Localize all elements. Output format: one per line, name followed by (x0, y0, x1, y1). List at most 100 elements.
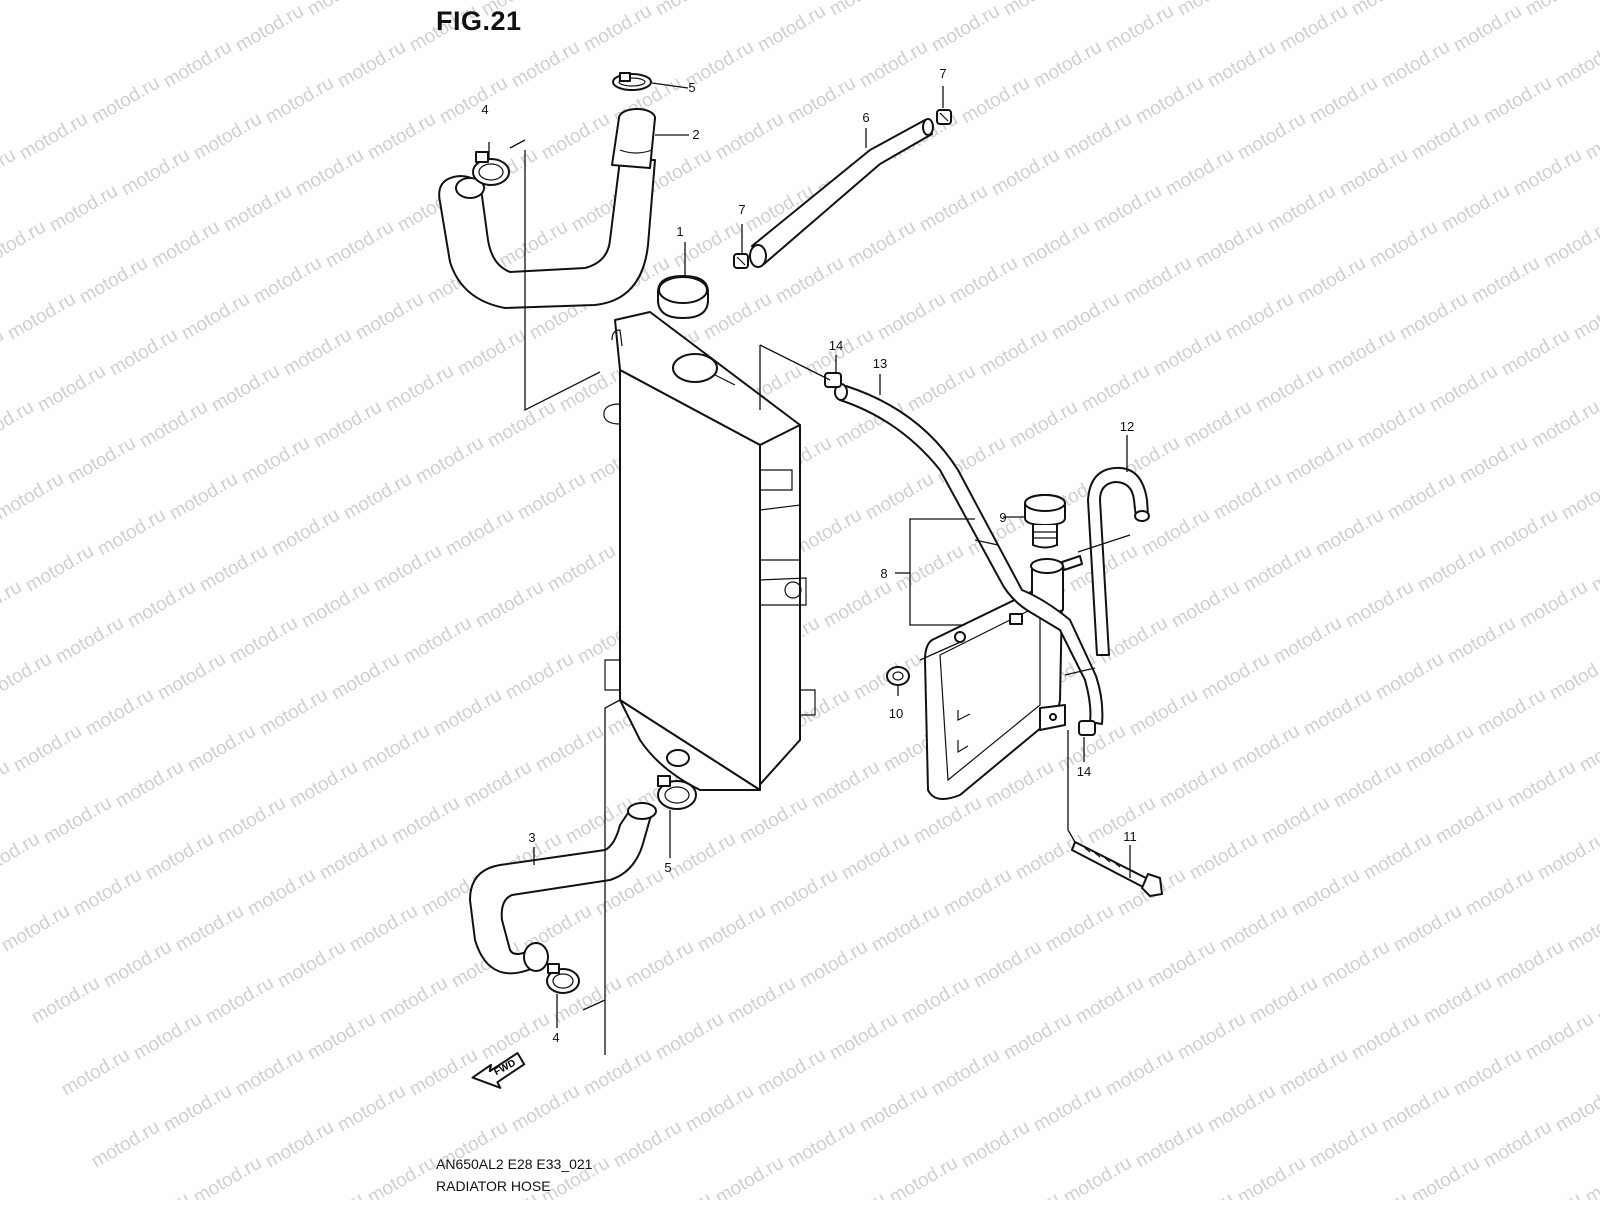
watermark-text: motod.ru (856, 1081, 931, 1137)
callout-number: 9 (999, 510, 1006, 525)
mounting-bolt (1071, 841, 1163, 897)
watermark-text: motod.ru (736, 793, 811, 849)
callout-number: 14 (1077, 764, 1091, 779)
watermark-text: motod.ru (1162, 1189, 1237, 1200)
watermark-text: motod.ru (442, 505, 517, 561)
watermark-text: motod.ru (1132, 1117, 1207, 1173)
watermark-text: motod.ru (796, 937, 871, 993)
watermark-text: motod.ru (928, 1045, 1003, 1101)
callout-number: 10 (889, 706, 903, 721)
watermark-text: motod.ru (1450, 1045, 1525, 1101)
callout-number: 5 (664, 860, 671, 875)
watermark-text: motod.ru (826, 0, 901, 20)
watermark-text: motod.ru (1234, 109, 1309, 165)
callout-number: 13 (873, 356, 887, 371)
watermark-text: motod.ru (160, 1081, 235, 1137)
callout-number: 3 (528, 830, 535, 845)
watermark-text: motod.ru (430, 685, 505, 741)
watermark-text: motod.ru (118, 1189, 193, 1200)
watermark-text: motod.ru (892, 541, 967, 597)
watermark-text: motod.ru (1402, 721, 1477, 777)
watermark-text: motod.ru (724, 973, 799, 1029)
watermark-text: motod.ru (0, 397, 37, 453)
watermark-text: motod.ru (0, 757, 13, 813)
watermark-text: motod.ru (1450, 1, 1525, 57)
overflow-hose-upper (749, 118, 934, 268)
watermark-text: motod.ru (1354, 397, 1429, 453)
watermark-text: motod.ru (1552, 37, 1600, 93)
watermark-text: motod.ru (94, 505, 169, 561)
watermark-text: motod.ru (1216, 901, 1291, 957)
watermark-text: motod.ru (1462, 865, 1537, 921)
watermark-text: motod.ru (280, 325, 355, 381)
watermark-text: motod.ru (1162, 145, 1237, 201)
watermark-text: motod.ru (34, 361, 109, 417)
watermark-text: motod.ru (0, 145, 19, 201)
watermark-text: motod.ru (1126, 685, 1201, 741)
watermark-text: motod.ru (232, 1, 307, 57)
callout-number: 11 (1123, 829, 1137, 844)
watermark-text: motod.ru (1480, 73, 1555, 129)
watermark-text: motod.ru (1468, 253, 1543, 309)
watermark-text: motod.ru (226, 613, 301, 669)
watermark-text: motod.ru (142, 829, 217, 885)
watermark-text: motod.ru (1030, 1081, 1105, 1137)
watermark-text: motod.ru (0, 901, 73, 957)
watermark-text: motod.ru (784, 1117, 859, 1173)
watermark-text: motod.ru (52, 613, 127, 669)
watermark-text: motod.ru (292, 1189, 367, 1200)
watermark-text: motod.ru (580, 1, 655, 57)
watermark-text: motod.ru (790, 505, 865, 561)
model-code: AN650AL2 E28 E33_021 (436, 1156, 593, 1172)
watermark-text: motod.ru (1168, 577, 1243, 633)
watermark-text: motod.ru (1456, 433, 1531, 489)
watermark-text: motod.ru (1552, 1081, 1600, 1137)
watermark-text: motod.ru (772, 253, 847, 309)
watermark-text: motod.ru (202, 973, 277, 1029)
watermark-text: motod.ru (958, 1117, 1033, 1173)
figure-caption: RADIATOR HOSE (436, 1178, 551, 1194)
watermark-text: motod.ru (1432, 793, 1507, 849)
watermark-text: motod.ru (1300, 685, 1375, 741)
watermark-text: motod.ru (244, 865, 319, 921)
watermark-text: motod.ru (364, 1153, 439, 1200)
watermark-text: motod.ru (868, 901, 943, 957)
watermark-text: motod.ru (712, 1153, 787, 1200)
watermark-text: motod.ru (1378, 1081, 1453, 1137)
watermark-text: motod.ru (1390, 901, 1465, 957)
callout-number: 1 (676, 224, 683, 239)
callout-number: 6 (862, 110, 869, 125)
watermark-text: motod.ru (178, 289, 253, 345)
watermark-text: motod.ru (370, 541, 445, 597)
hose-clamp-upper (472, 151, 510, 186)
watermark-text: motod.ru (0, 649, 55, 705)
watermark-text: motod.ru (1030, 37, 1105, 93)
watermark-text: motod.ru (1192, 217, 1267, 273)
watermark-text: motod.ru (1420, 973, 1495, 1029)
watermark-text: motod.ru (1306, 73, 1381, 129)
watermark-text: motod.ru (664, 829, 739, 885)
watermark-text: motod.ru (316, 829, 391, 885)
watermark-text: motod.ru (4, 289, 79, 345)
watermark-text: motod.ru (898, 973, 973, 1029)
watermark-text: motod.ru (112, 757, 187, 813)
watermark-text: motod.ru (124, 577, 199, 633)
watermark-text: motod.ru (1384, 469, 1459, 525)
watermark-text: motod.ru (640, 1189, 715, 1200)
watermark-text: motod.ru (874, 289, 949, 345)
watermark-text: motod.ru (1264, 181, 1339, 237)
watermark-text: motod.ru (754, 1, 829, 57)
watermark-text: motod.ru (364, 109, 439, 165)
callout-number: 12 (1120, 419, 1134, 434)
watermark-text: motod.ru (1138, 505, 1213, 561)
watermark-text: motod.ru (1336, 145, 1411, 201)
watermark-text: motod.ru (328, 649, 403, 705)
watermark-text: motod.ru (1360, 829, 1435, 885)
watermark-text: motod.ru (1222, 289, 1297, 345)
watermark-text: motod.ru (610, 1117, 685, 1173)
watermark-text: motod.ru (1156, 757, 1231, 813)
watermark-text: motod.ru (916, 181, 991, 237)
watermark-text: motod.ru (1312, 505, 1387, 561)
reservoir-tank (924, 555, 1083, 800)
watermark-text: motod.ru (1180, 397, 1255, 453)
